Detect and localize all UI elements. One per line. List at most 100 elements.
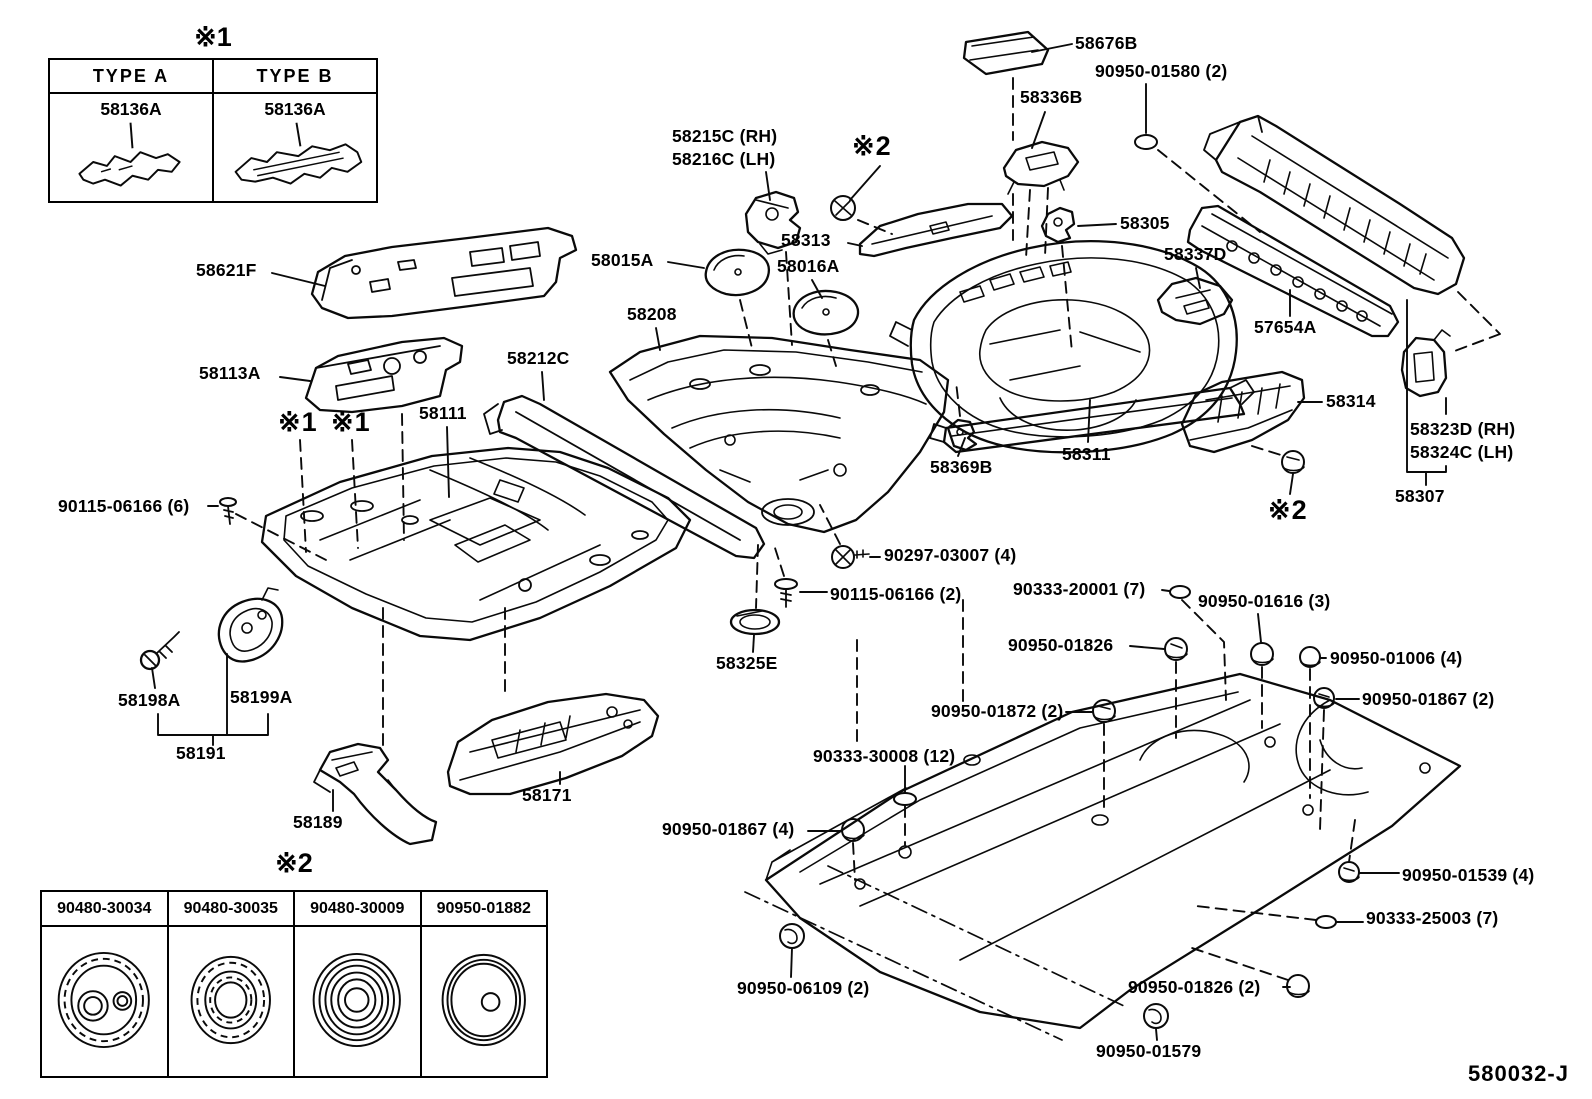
drawing-58189	[313, 742, 438, 846]
part-label-58212C: 58212C	[507, 348, 570, 368]
part-label-58111: 58111	[419, 403, 467, 423]
part-label-58307: 58307	[1395, 486, 1445, 506]
fastener-90950-01580	[1134, 134, 1158, 150]
part-label-sym1-a: ※1	[278, 407, 318, 437]
part-label-58113A: 58113A	[199, 363, 261, 383]
part-label-sym1-b: ※1	[331, 407, 371, 437]
drawing-58314	[1180, 370, 1306, 454]
grommet-illustration-3	[312, 952, 401, 1048]
grommet-illustration-2	[190, 955, 271, 1045]
drawing-58016a	[792, 289, 860, 336]
part-label-58208: 58208	[627, 304, 677, 324]
fastener-90950-01867-2	[1313, 687, 1335, 709]
drawing-58305	[1040, 206, 1076, 244]
grommet-part-4: 90950-01882	[421, 892, 546, 927]
grommet-cell-3: 90480-30009	[295, 892, 422, 1076]
part-label-58215C: 58215C (RH)	[672, 126, 778, 146]
drawing-58212c	[483, 394, 766, 560]
part-label-90333-25003: 90333-25003 (7)	[1366, 908, 1499, 928]
drawing-58313	[858, 202, 1014, 258]
part-label-58313: 58313	[781, 230, 831, 250]
part-label-drawing-number: 580032-J	[1468, 1061, 1569, 1086]
type-b-cell: TYPE B 58136A	[214, 60, 376, 201]
part-label-58336B: 58336B	[1020, 87, 1083, 107]
drawing-58323d	[1400, 329, 1451, 398]
part-label-58191: 58191	[176, 743, 226, 763]
fastener-sym2-mid	[1281, 450, 1305, 474]
grommet-illustration-4	[441, 953, 526, 1047]
part-label-57654A: 57654A	[1254, 317, 1317, 337]
drawing-58325e	[729, 608, 781, 636]
part-label-58016A: 58016A	[777, 256, 840, 276]
grommet-part-2: 90480-30035	[168, 892, 293, 927]
drawing-58199a	[217, 587, 284, 663]
part-label-sym2-top: ※2	[852, 131, 892, 161]
part-label-90950-01867-4: 90950-01867 (4)	[662, 819, 795, 839]
part-label-58199A: 58199A	[230, 687, 293, 707]
drawing-undercover	[744, 672, 1462, 1041]
drawing-58676b	[962, 30, 1050, 76]
grommet-cell-1: 90480-30034	[42, 892, 169, 1076]
part-label-58216C: 58216C (LH)	[672, 149, 776, 169]
drawing-58621f	[310, 226, 578, 320]
part-label-58015A: 58015A	[591, 250, 654, 270]
drawing-58336b	[1002, 140, 1080, 195]
type-a-header: TYPE A	[50, 60, 212, 94]
grommet-cell-2: 90480-30035	[168, 892, 295, 1076]
type-variant-box: TYPE A 58136A TYPE B 58136A	[48, 58, 378, 203]
part-label-90115-06166-6: 90115-06166 (6)	[58, 496, 190, 516]
fastener-90950-01826-1	[1164, 637, 1188, 661]
fastener-90115-06166-6	[219, 497, 237, 525]
part-label-90115-06166-2: 90115-06166 (2)	[830, 584, 962, 604]
part-label-90297-03007: 90297-03007 (4)	[884, 545, 1017, 565]
fastener-90950-01616	[1250, 642, 1274, 666]
part-label-58323D: 58323D (RH)	[1410, 419, 1516, 439]
part-label-58621F: 58621F	[196, 260, 257, 280]
fastener-glyphs	[219, 134, 1360, 1029]
part-label-90950-06109: 90950-06109 (2)	[737, 978, 870, 998]
fastener-90950-01579	[1143, 1003, 1169, 1029]
type-a-cell: TYPE A 58136A	[50, 60, 214, 201]
part-label-sym2-mid: ※2	[1268, 495, 1308, 525]
grommet-cell-4: 90950-01882	[421, 892, 546, 1076]
drawing-58171	[446, 692, 660, 796]
drawing-58198a-screw	[139, 631, 180, 671]
type-b-part-number: 58136A	[264, 99, 326, 119]
part-label-90950-01616: 90950-01616 (3)	[1198, 591, 1331, 611]
fastener-90950-01826-2	[1286, 974, 1310, 998]
drawing-58208	[608, 334, 950, 534]
drawing-58369b	[946, 418, 978, 452]
fastener-90333-20001	[1169, 585, 1191, 599]
type-a-part-number: 58136A	[100, 99, 162, 119]
drawing-58111	[260, 446, 692, 642]
part-label-90950-01579: 90950-01579	[1096, 1041, 1202, 1061]
part-label-58325E: 58325E	[716, 653, 778, 673]
part-label-58305: 58305	[1120, 213, 1170, 233]
part-label-90950-01539: 90950-01539 (4)	[1402, 865, 1535, 885]
clip-type-b-illustration	[234, 122, 363, 185]
drawing-58015a	[704, 248, 771, 297]
fastener-90950-01867-4	[841, 818, 865, 842]
assembly-lines	[235, 77, 1501, 981]
fastener-90333-25003	[1315, 915, 1337, 929]
leader-lines	[151, 43, 1447, 1041]
part-label-58198A: 58198A	[118, 690, 181, 710]
drawing-58113a	[304, 336, 464, 414]
part-label-58314: 58314	[1326, 391, 1376, 411]
part-label-58337D: 58337D	[1164, 244, 1227, 264]
drawing-57654a	[1186, 204, 1400, 338]
fastener-90950-01539	[1338, 861, 1360, 883]
part-label-58324C: 58324C (LH)	[1410, 442, 1514, 462]
part-label-90333-30008: 90333-30008 (12)	[813, 746, 956, 766]
part-label-90333-20001: 90333-20001 (7)	[1013, 579, 1146, 599]
fastener-90115-06166-2	[774, 578, 798, 608]
part-label-90950-01867-2: 90950-01867 (2)	[1362, 689, 1495, 709]
grommet-illustration-1	[57, 951, 150, 1049]
drawing-back-panel	[1203, 114, 1466, 296]
drawing-58215c-clip	[744, 190, 802, 255]
type-b-header: TYPE B	[214, 60, 376, 94]
fastener-90950-06109	[779, 923, 805, 949]
grommet-part-1: 90480-30034	[42, 892, 167, 927]
